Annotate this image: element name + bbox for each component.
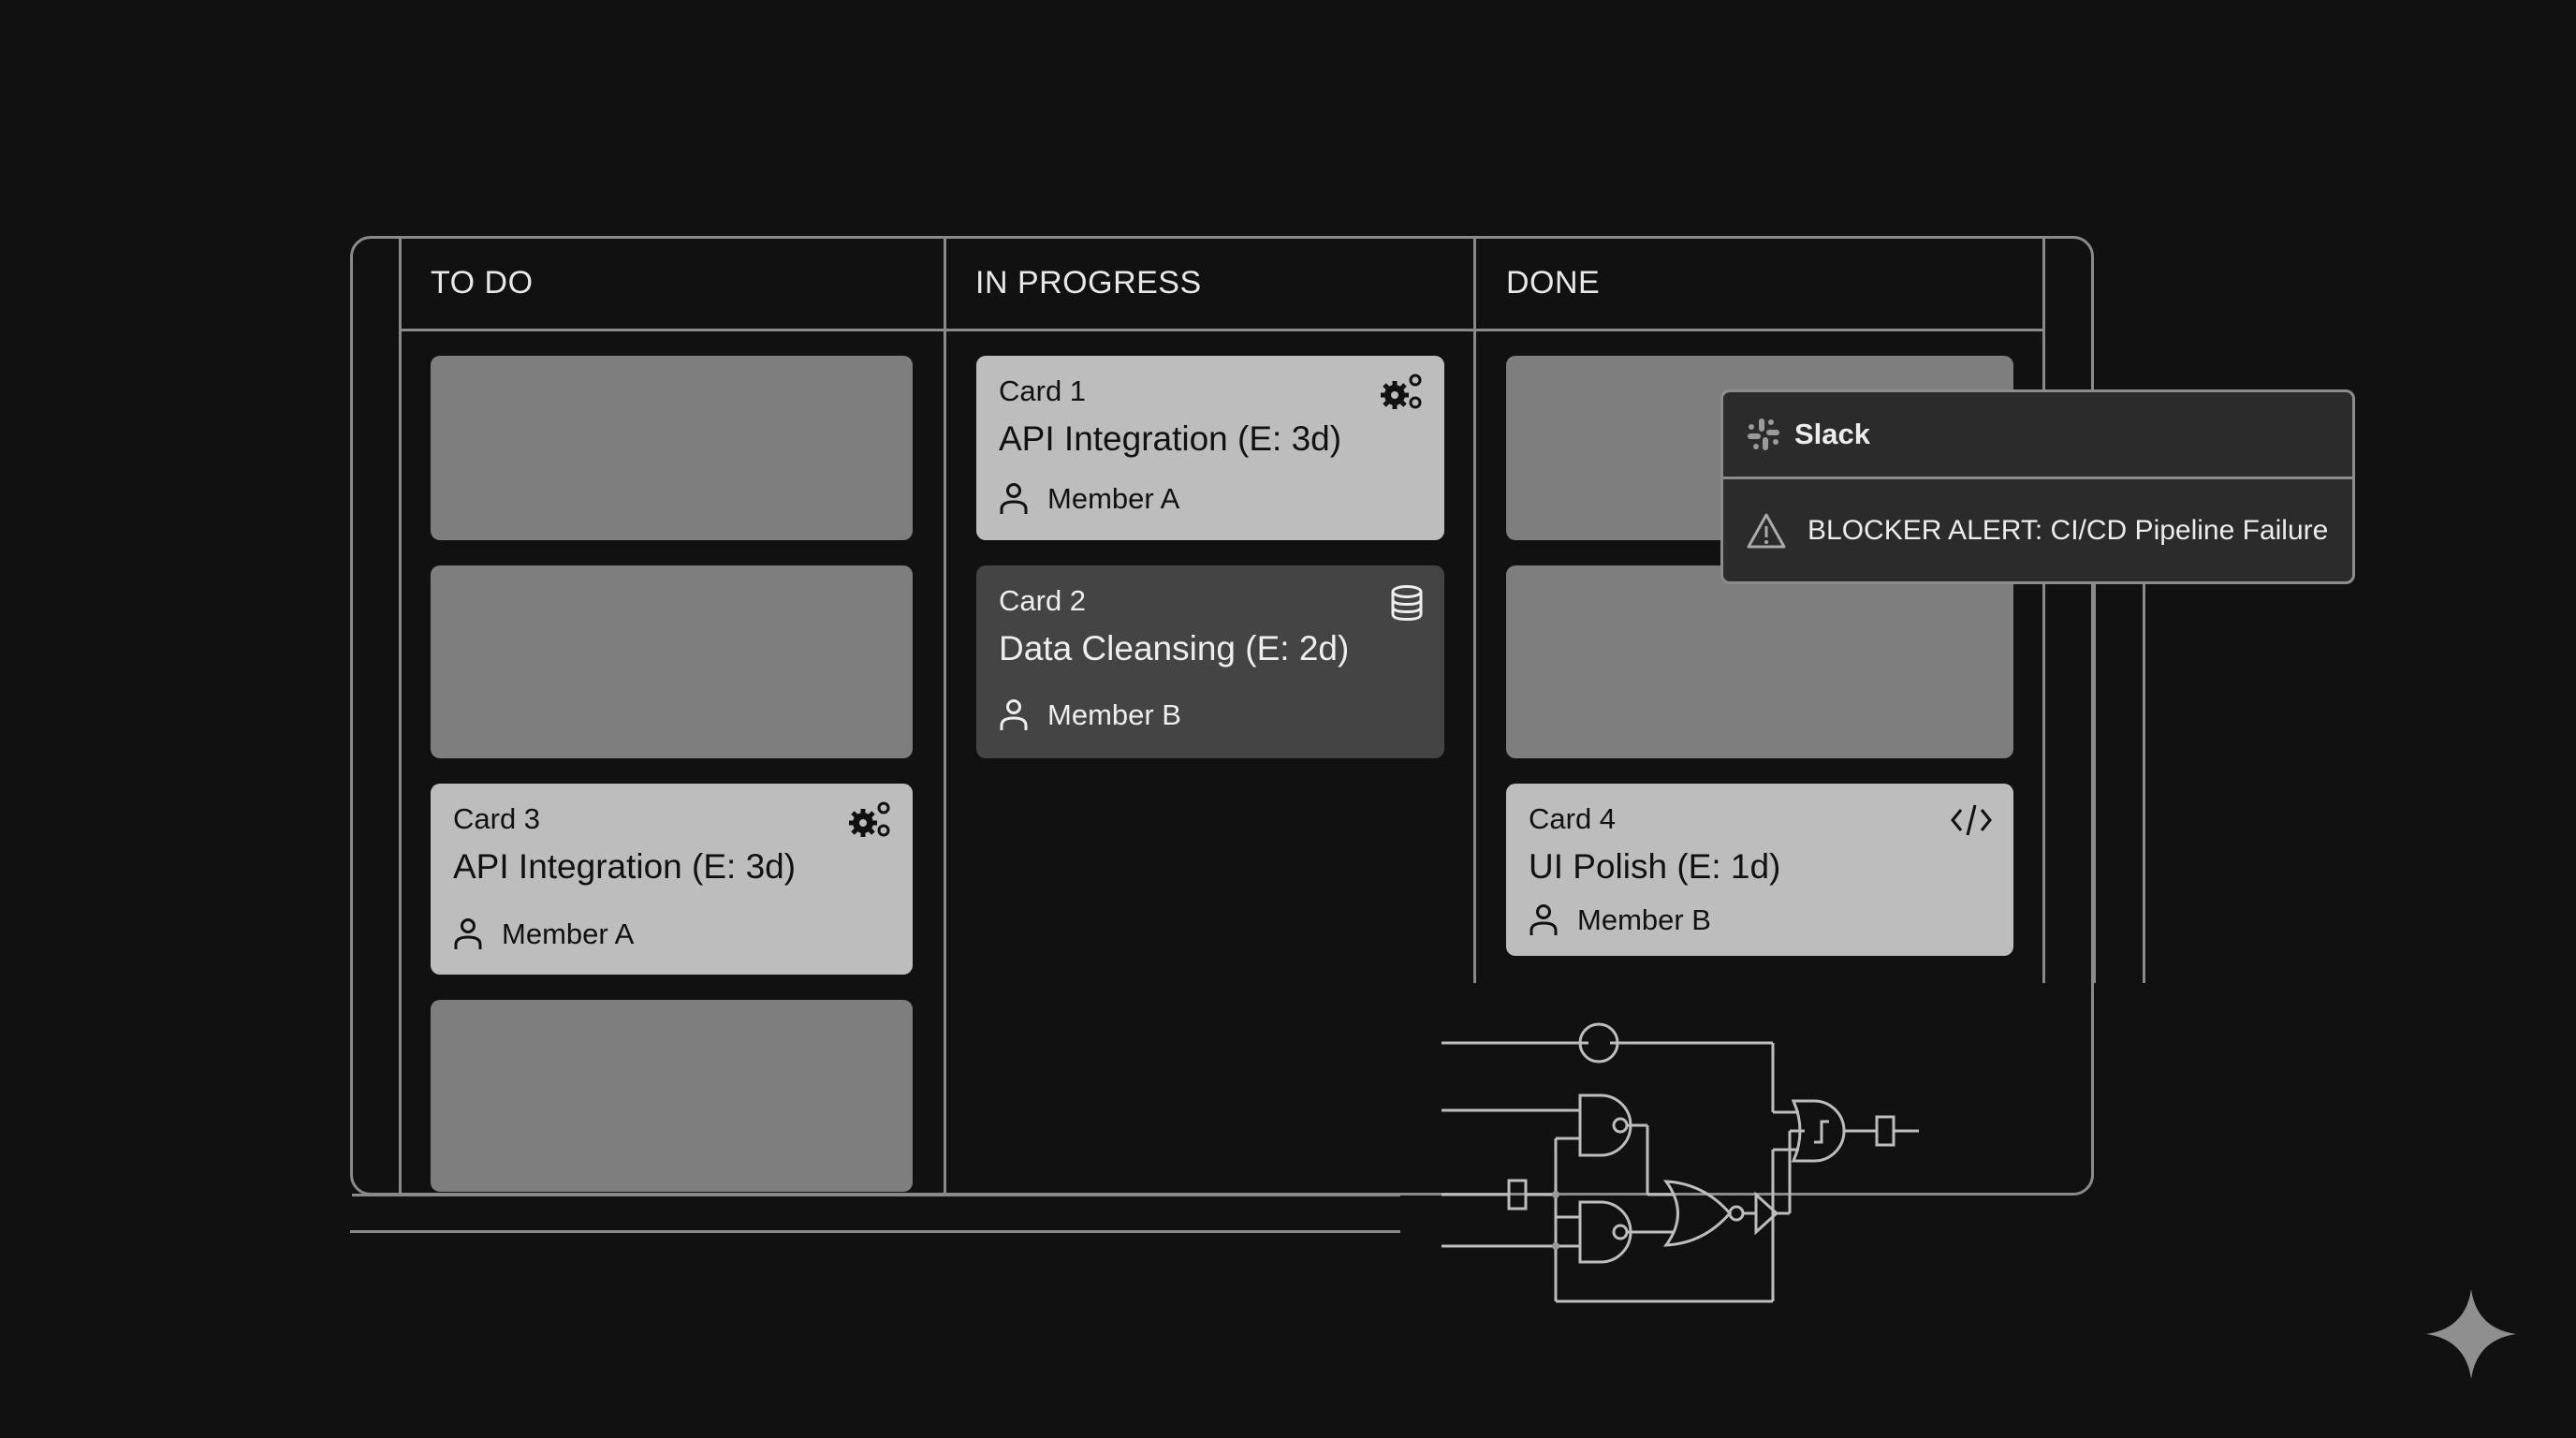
board-bottom-line: [352, 1194, 1400, 1196]
notification-body: BLOCKER ALERT: CI/CD Pipeline Failure: [1723, 479, 2352, 581]
user-icon: [1530, 904, 1558, 935]
column-divider: [944, 238, 946, 1194]
header-separator: [401, 329, 2044, 331]
placeholder-card[interactable]: [431, 565, 913, 758]
slack-notification[interactable]: Slack BLOCKER ALERT: CI/CD Pipeline Fail…: [1720, 389, 2355, 584]
assignee-name: Member A: [502, 917, 635, 950]
database-icon: [1391, 585, 1423, 622]
task-card-1[interactable]: Card 1 API Integration (E: 3d) Member A: [976, 356, 1444, 540]
placeholder-card[interactable]: [1506, 565, 2013, 758]
task-card-4[interactable]: Card 4 UI Polish (E: 1d) Member B: [1506, 784, 2013, 956]
board-right-rail: [2143, 580, 2145, 983]
user-icon: [454, 918, 482, 949]
notification-header: Slack: [1723, 392, 2352, 479]
card-label: Card 4: [1529, 802, 1617, 835]
task-card-3[interactable]: Card 3 API Integration (E: 3d) Member A: [431, 784, 913, 975]
notification-message: BLOCKER ALERT: CI/CD Pipeline Failure: [1808, 514, 2329, 546]
gears-icon: [1381, 374, 1422, 409]
card-title: API Integration (E: 3d): [999, 419, 1342, 458]
card-assignee: Member A: [453, 917, 634, 951]
task-card-2[interactable]: Card 2 Data Cleansing (E: 2d) Member B: [976, 565, 1444, 758]
card-title: UI Polish (E: 1d): [1529, 847, 1781, 886]
column-header-done: DONE: [1506, 265, 1601, 301]
column-divider: [2042, 238, 2045, 983]
column-header-in-progress: IN PROGRESS: [975, 265, 1202, 301]
card-assignee: Member B: [1529, 903, 1711, 937]
card-label: Card 2: [999, 584, 1087, 617]
warning-icon: [1747, 513, 1786, 548]
board-right-rail: [2093, 506, 2096, 983]
logic-circuit-diagram: [1442, 1022, 1919, 1303]
user-icon: [1000, 483, 1028, 514]
board-baseline: [350, 1230, 1400, 1233]
board-left-rail: [399, 238, 402, 1194]
user-icon: [1000, 699, 1028, 730]
notification-app-name: Slack: [1794, 418, 1871, 450]
gears-icon: [849, 801, 890, 837]
column-divider: [1473, 238, 1476, 983]
card-label: Card 3: [453, 802, 541, 835]
assignee-name: Member B: [1577, 903, 1711, 936]
card-label: Card 1: [999, 374, 1087, 407]
placeholder-card[interactable]: [431, 356, 913, 540]
column-header-todo: TO DO: [431, 265, 534, 301]
placeholder-card[interactable]: [431, 1000, 913, 1192]
assignee-name: Member A: [1047, 482, 1180, 515]
slack-icon: [1748, 418, 1779, 450]
card-title: Data Cleansing (E: 2d): [999, 629, 1350, 668]
code-icon: [1951, 804, 1992, 836]
sparkle-icon: [2426, 1289, 2516, 1379]
card-assignee: Member A: [999, 482, 1179, 516]
assignee-name: Member B: [1047, 698, 1181, 731]
card-assignee: Member B: [999, 698, 1181, 732]
card-title: API Integration (E: 3d): [453, 847, 797, 886]
